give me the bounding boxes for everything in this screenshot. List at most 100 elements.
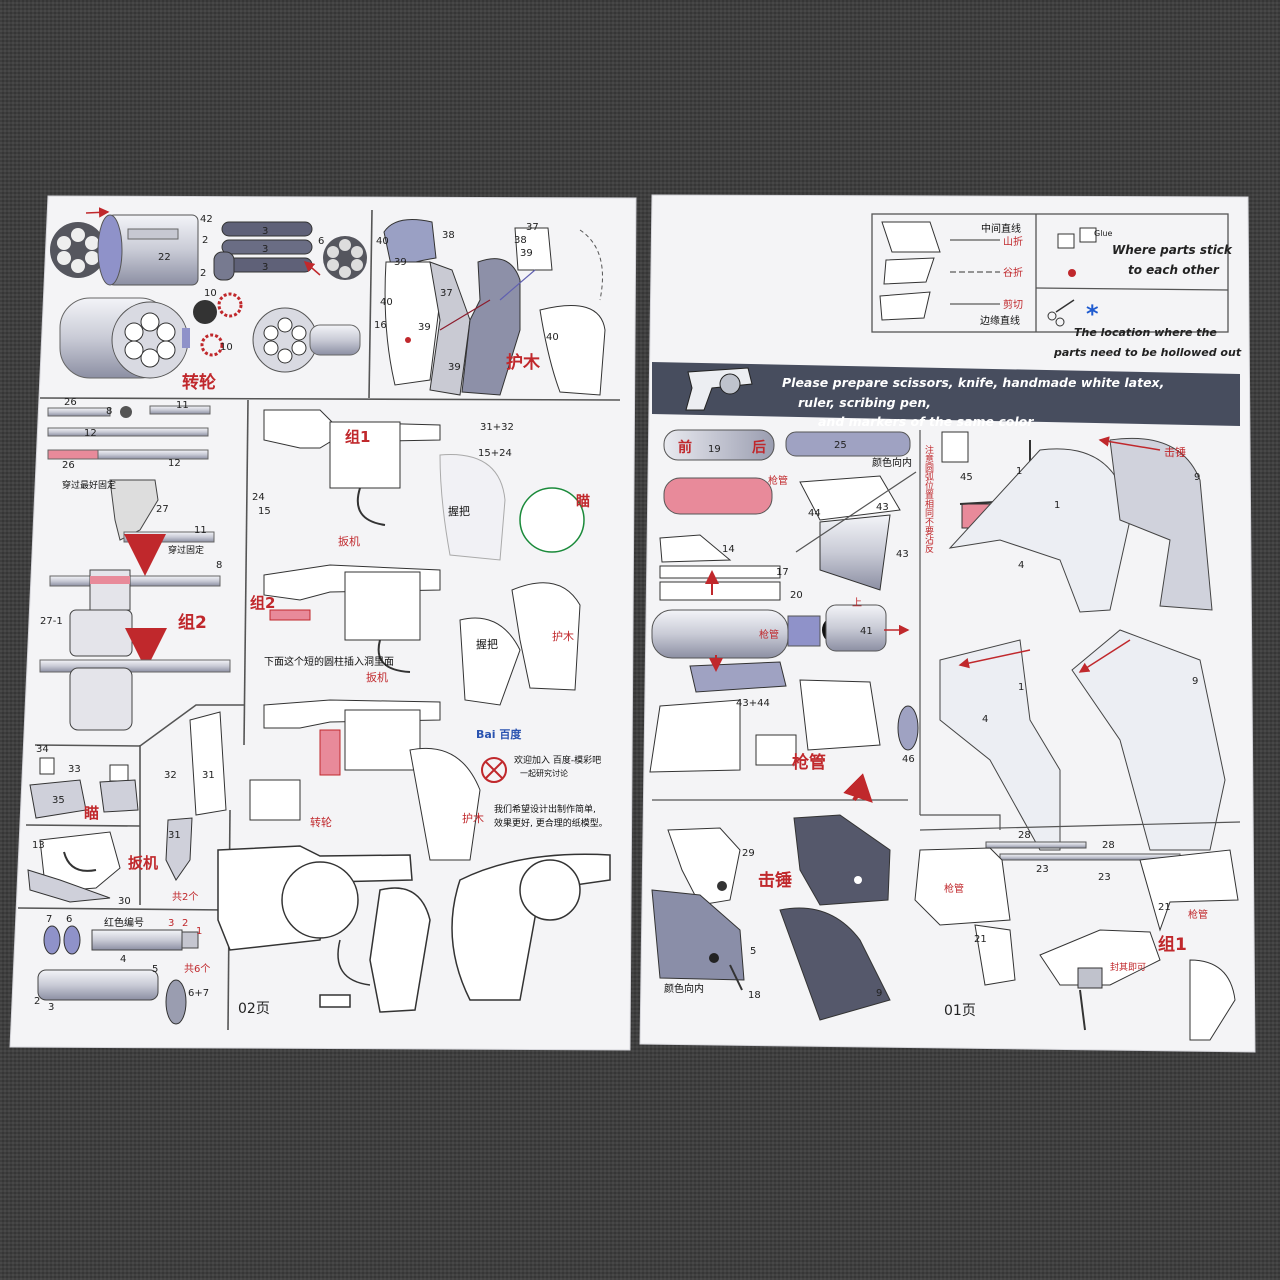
- instruction-banner: Please prepare scissors, knife, handmade…: [652, 362, 1240, 429]
- round-part-2: 3: [168, 918, 174, 929]
- asm-label-12: 下面这个短的圆柱插入洞里面: [264, 655, 394, 668]
- grip-part-3: 37: [440, 288, 453, 299]
- g1-part-5: 21: [974, 934, 987, 945]
- g1-label-0: 枪管: [944, 882, 964, 895]
- asm-label-13: 转轮: [310, 815, 332, 829]
- g2-part-4: 26: [62, 460, 75, 471]
- asm-label-14: 护木: [462, 811, 484, 825]
- hammer-section: 29 5 18 9 颜色向内 击锤: [651, 773, 908, 1021]
- banner-text: Please prepare scissors, knife, handmade…: [782, 375, 1169, 429]
- g2-note-1: 穿过固定: [168, 544, 204, 556]
- asm-label-5: 扳机: [338, 534, 360, 548]
- g1-part-2: 23: [1098, 872, 1111, 883]
- legend-mountain-fold: 山折: [1003, 235, 1023, 248]
- frame-part-1: 1: [1016, 466, 1022, 477]
- watermark-brand: Bai 百度: [476, 727, 522, 741]
- hammer-color-in: 颜色向内: [664, 982, 704, 995]
- grip-part-9: 39: [418, 322, 431, 333]
- grip-part-6: 38: [514, 235, 527, 246]
- blade-part-1: 31: [202, 770, 215, 781]
- hammer-part-3: 9: [876, 988, 882, 999]
- legend-box: 中间直线 山折 谷折 剪切 边缘直线 Glue Where parts stic…: [871, 213, 1242, 359]
- cyl-part-1: 2: [202, 235, 208, 246]
- grip-part-1: 39: [394, 257, 407, 268]
- stick-note-l2: to each other: [1128, 263, 1220, 277]
- blade-part-2: 31: [168, 830, 181, 841]
- round-part-4: 1: [196, 926, 202, 937]
- barrel-part-1: 25: [834, 440, 847, 451]
- trigger-part-1: 30: [118, 896, 131, 907]
- barrel-part-9: 43+44: [736, 698, 770, 709]
- g2-part-6: 27: [156, 504, 169, 515]
- barrel-part-8: 41: [860, 626, 873, 637]
- cyl-part-6: 6: [318, 236, 324, 247]
- frame-side-note: 注意圆弧位置相同不要沾反: [923, 444, 934, 554]
- hollow-asterisk-icon: *: [1086, 300, 1099, 328]
- cylinder-assembled-icon: [252, 307, 361, 373]
- hammer-part-1: 5: [750, 946, 756, 957]
- barrel-part-10: 46: [902, 754, 915, 765]
- asm-label-3: 24: [252, 492, 265, 503]
- group1-title: 组1: [1158, 934, 1187, 955]
- watermark-line-1: 一起研究讨论: [520, 768, 568, 778]
- sight-part-2: 35: [52, 795, 65, 806]
- barrel-section: 前 后 颜色向内 枪管 上 19 25 44 43 43 14 17 20 41…: [649, 429, 919, 773]
- trigger-title: 扳机: [128, 854, 158, 872]
- frame-part-2: 1: [1054, 500, 1060, 511]
- legend-stick-note: Where parts stick to each other: [1112, 243, 1236, 277]
- legend-cut: 剪切: [1003, 298, 1023, 311]
- g2-part-1: 8: [106, 406, 112, 417]
- rounds-section: 7 6 3 2 1 4 5 2 3 6+7 红色编号 共6个: [34, 914, 210, 1025]
- legend-hollow-note: The location where the parts need to be …: [1053, 326, 1242, 359]
- left-page-number: 02页: [238, 1001, 270, 1017]
- glue-dot-icon: [1068, 269, 1076, 277]
- round-part-7: 2: [34, 996, 40, 1007]
- barrel-part-6: 17: [776, 567, 789, 578]
- glue-cubes-icon: [1057, 227, 1097, 249]
- barrel-part-2: 44: [808, 508, 821, 519]
- round-part-3: 2: [182, 918, 188, 929]
- asm-label-8: 组2: [250, 594, 275, 612]
- cyl-part-4: 3: [262, 244, 268, 255]
- sight-section: 34 33 35 瞄: [29, 744, 139, 822]
- g2-part-3: 12: [84, 428, 97, 439]
- round-part-9: 6+7: [188, 988, 209, 999]
- round-part-6: 5: [152, 964, 158, 975]
- hammer-title: 击锤: [758, 870, 792, 891]
- round-part-1: 6: [66, 914, 72, 925]
- asm-label-9: 护木: [552, 629, 574, 643]
- round-part-0: 7: [46, 914, 52, 925]
- revolver-drawing-icon: [217, 845, 611, 1013]
- asm-label-4: 15: [258, 506, 271, 517]
- barrel-part-5: 14: [722, 544, 735, 555]
- asm-label-10: 握把: [476, 637, 498, 651]
- g1-part-4: 21: [1158, 902, 1171, 913]
- stick-note-l1: Where parts stick: [1112, 243, 1233, 257]
- group1-section: 28 23 23 28 21 21 枪管 枪管 封其即可 组1: [914, 821, 1241, 1041]
- rounds-note-top: 红色编号: [104, 916, 144, 929]
- trigger-part-0: 13: [32, 840, 45, 851]
- frame-part-5: 1: [1018, 682, 1024, 693]
- blade-part-0: 32: [164, 770, 177, 781]
- cylinder-rear-icon: [323, 236, 367, 280]
- banner-l1: Please prepare scissors, knife, handmade…: [782, 375, 1164, 390]
- scissors-icon: [1047, 299, 1075, 327]
- frame-part-7: 9: [1192, 676, 1198, 687]
- frame-part-3: 4: [1018, 560, 1024, 571]
- barrel-back: 后: [752, 439, 766, 456]
- g2-part-7: 11: [194, 525, 207, 536]
- grip-part-7: 37: [526, 222, 539, 233]
- barrel-part-7: 20: [790, 590, 803, 601]
- g1-label-1: 枪管: [1188, 908, 1208, 921]
- sight-part-1: 33: [68, 764, 81, 775]
- barrel-front: 前: [678, 439, 692, 456]
- frame-part-4: 9: [1194, 472, 1200, 483]
- grip-part-11: 40: [546, 332, 559, 343]
- right-page-number: 01页: [944, 1003, 976, 1019]
- barrel-inner-label-2: 枪管: [759, 628, 779, 641]
- asm-label-6: 握把: [448, 504, 470, 518]
- frame-label: 击锤: [1164, 445, 1186, 459]
- watermark-line-3: 效果更好, 更合理的纸模型。: [494, 817, 608, 829]
- ratchet-gear-icon: [193, 292, 243, 357]
